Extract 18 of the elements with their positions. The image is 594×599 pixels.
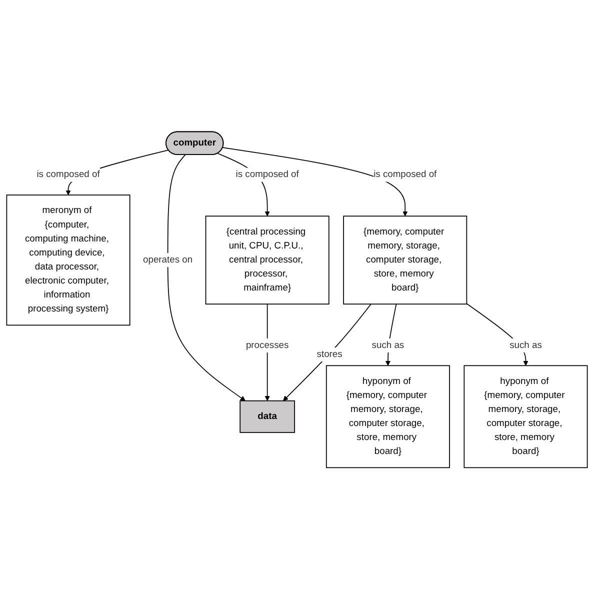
node-box — [240, 400, 295, 433]
arrow — [282, 303, 372, 401]
edge-label: is composed of — [36, 169, 100, 180]
edge-label: such as — [510, 340, 542, 350]
node-box — [464, 365, 588, 468]
node-box — [326, 365, 450, 468]
edge-label: such as — [372, 340, 404, 350]
edge-label: processes — [246, 340, 289, 350]
concept-map: is composed of operates on is composed of processes stores such as such as is composed of computer meronym of {computer, computing machine, computing device, data processor, electronic computer, information processing system} {memory, computer memory, storage, computer storage, store, memory board} hyponym of {memory, computer memory, storage, computer storage, store, memory board} hyponym of {memory, computer memory, storage, computer storage, store, memory board} {central processing unit, CPU, C.P.U., central processor, processor, mainframe} data — [2, 126, 592, 472]
edge-label: is composed of — [374, 169, 437, 180]
edge-label: stores — [316, 349, 342, 360]
arrow — [222, 147, 408, 216]
arrow — [167, 154, 246, 401]
node-box — [343, 216, 468, 304]
edge-label: operates on — [143, 254, 193, 265]
node-box — [6, 194, 130, 326]
node-box — [205, 216, 330, 304]
edge-label: is composed of — [236, 169, 299, 180]
